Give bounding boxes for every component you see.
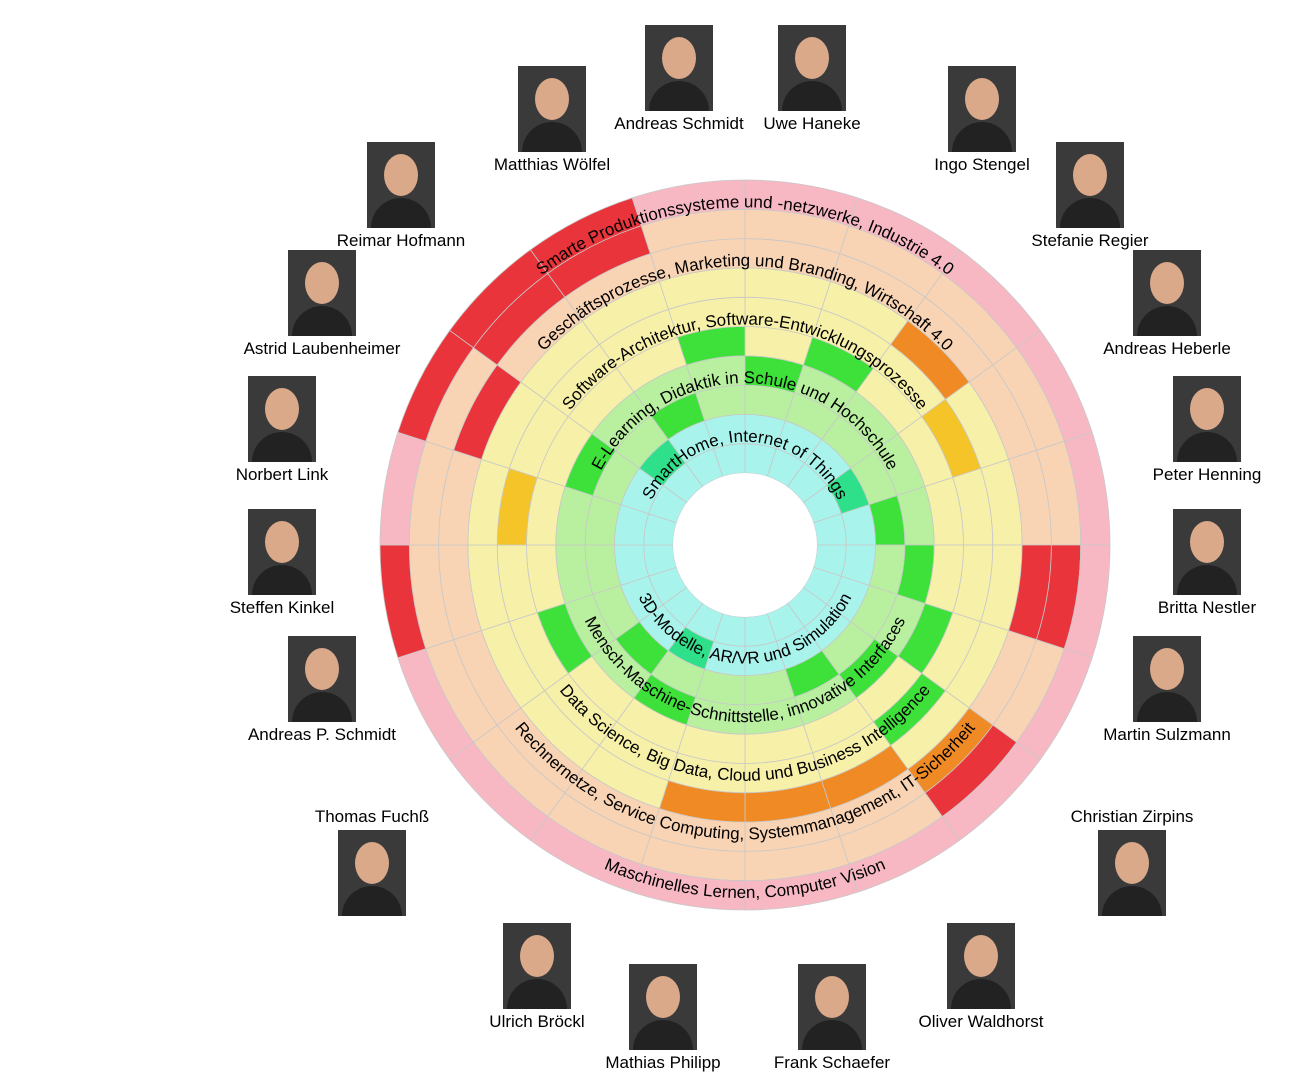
person-card: Thomas Fuchß — [272, 807, 472, 916]
person-photo — [645, 25, 713, 111]
person-photo — [948, 66, 1016, 152]
person-name: Andreas Heberle — [1103, 339, 1231, 358]
person-photo — [288, 250, 356, 336]
person-name: Mathias Philipp — [605, 1053, 721, 1072]
person-photo — [778, 25, 846, 111]
person-card: Andreas Heberle — [1067, 250, 1267, 359]
person-card: Oliver Waldhorst — [881, 923, 1081, 1032]
person-name: Steffen Kinkel — [229, 598, 335, 617]
person-name: Frank Schaefer — [773, 1053, 891, 1072]
person-card: Steffen Kinkel — [182, 509, 382, 618]
person-photo — [1098, 830, 1166, 916]
person-card: Reimar Hofmann — [301, 142, 501, 251]
person-card: Matthias Wölfel — [452, 66, 652, 175]
person-card: Stefanie Regier — [990, 142, 1190, 251]
person-name: Ulrich Bröckl — [489, 1012, 585, 1031]
person-photo — [1173, 376, 1241, 462]
person-name: Ingo Stengel — [934, 155, 1030, 174]
person-name: Reimar Hofmann — [336, 231, 466, 250]
wheel-cell — [631, 179, 746, 227]
person-photo — [1056, 142, 1124, 228]
person-photo — [798, 964, 866, 1050]
person-photo — [503, 923, 571, 1009]
person-name: Peter Henning — [1152, 465, 1262, 484]
person-name: Andreas Schmidt — [614, 114, 744, 133]
person-name: Norbert Link — [235, 465, 329, 484]
person-name: Oliver Waldhorst — [918, 1012, 1044, 1031]
person-card: Peter Henning — [1107, 376, 1289, 485]
person-photo — [947, 923, 1015, 1009]
person-name: Martin Sulzmann — [1103, 725, 1231, 744]
person-name: Matthias Wölfel — [493, 155, 611, 174]
person-card: Ingo Stengel — [882, 66, 1082, 175]
person-card: Britta Nestler — [1107, 509, 1289, 618]
person-photo — [1133, 636, 1201, 722]
person-photo — [338, 830, 406, 916]
person-card: Ulrich Bröckl — [437, 923, 637, 1032]
person-photo — [518, 66, 586, 152]
person-card: Andreas Schmidt — [579, 25, 779, 134]
person-card: Frank Schaefer — [732, 964, 932, 1073]
person-card: Andreas P. Schmidt — [222, 636, 422, 745]
person-name: Thomas Fuchß — [314, 807, 430, 826]
person-name: Britta Nestler — [1157, 598, 1257, 617]
person-card: Mathias Philipp — [563, 964, 763, 1073]
person-name: Andreas P. Schmidt — [247, 725, 397, 744]
person-photo — [1133, 250, 1201, 336]
person-card: Uwe Haneke — [712, 25, 912, 134]
person-card: Martin Sulzmann — [1067, 636, 1267, 745]
person-name: Stefanie Regier — [1031, 231, 1149, 250]
wheel-center — [673, 473, 817, 617]
person-photo — [1173, 509, 1241, 595]
person-card: Norbert Link — [182, 376, 382, 485]
person-name: Uwe Haneke — [763, 114, 861, 133]
person-photo — [288, 636, 356, 722]
person-name: Christian Zirpins — [1070, 807, 1194, 826]
person-photo — [367, 142, 435, 228]
person-photo — [248, 376, 316, 462]
person-card: Astrid Laubenheimer — [222, 250, 422, 359]
person-card: Christian Zirpins — [1032, 807, 1232, 916]
person-photo — [248, 509, 316, 595]
person-photo — [629, 964, 697, 1050]
person-name: Astrid Laubenheimer — [243, 339, 401, 358]
